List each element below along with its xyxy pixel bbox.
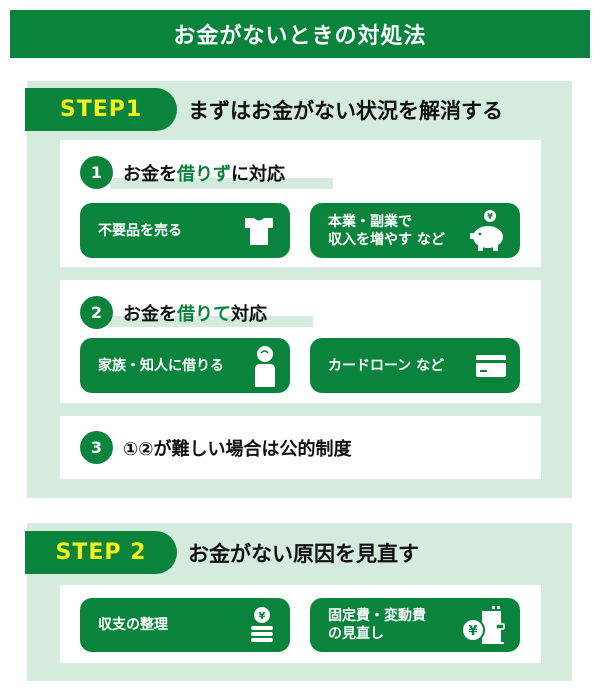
t-shirt-icon — [245, 217, 273, 245]
button-label: 本業・副業で 収入を増やす など — [328, 213, 445, 248]
credit-card-icon — [476, 354, 506, 377]
page-title: お金がないときの対処法 — [10, 10, 590, 58]
review-fixed-variable-costs-button[interactable]: 固定費・変動費 の見直し ¥ — [310, 598, 520, 652]
section2-heading-highlight: 借りて — [177, 304, 231, 325]
svg-text:¥: ¥ — [259, 611, 266, 622]
svg-text:¥: ¥ — [487, 212, 493, 221]
card-loan-button[interactable]: カードローン など — [310, 338, 520, 393]
step2-label: STEP 2 — [25, 531, 177, 574]
sell-unneeded-items-button[interactable]: 不要品を売る — [80, 203, 290, 258]
step2-title: お金がない原因を見直す — [188, 541, 419, 566]
increase-income-button[interactable]: 本業・副業で 収入を増やす など ¥ — [310, 203, 520, 258]
organize-income-expenses-button[interactable]: 収支の整理 ¥ — [80, 598, 290, 652]
step1-title: まずはお金がない状況を解消する — [188, 98, 503, 123]
coin-stack-yen-icon: ¥ — [251, 607, 273, 642]
button-label: 収支の整理 — [98, 617, 168, 633]
borrow-from-family-button[interactable]: 家族・知人に借りる — [80, 338, 290, 393]
section1-number-badge: 1 — [80, 156, 113, 189]
section1-heading-underline — [110, 178, 333, 189]
section1-heading: お金を借りずに対応 — [123, 159, 285, 187]
section2-number-badge: 2 — [80, 296, 113, 329]
button-label: 家族・知人に借りる — [98, 357, 224, 374]
wallet-yen-icon: ¥ — [461, 606, 505, 644]
step1-label: STEP1 — [25, 88, 177, 131]
section2-heading: お金を借りて対応 — [123, 299, 267, 327]
section2-heading-post: 対応 — [231, 304, 267, 325]
section1-heading-post: に対応 — [231, 164, 285, 185]
button-label: 固定費・変動費 の見直し — [328, 608, 426, 642]
section2-heading-pre: お金を — [123, 304, 177, 325]
button-label: カードローン など — [328, 357, 445, 374]
section3-number-badge: 3 — [80, 431, 113, 464]
button-label: 不要品を売る — [98, 222, 182, 239]
piggy-bank-icon: ¥ — [470, 209, 503, 251]
section1-heading-pre: お金を — [123, 164, 177, 185]
person-icon — [255, 345, 275, 387]
svg-text:¥: ¥ — [468, 624, 477, 639]
section3-box — [60, 416, 541, 479]
section2-heading-underline — [110, 316, 313, 327]
section3-heading: ①②が難しい場合は公的制度 — [123, 439, 352, 460]
section1-heading-highlight: 借りず — [177, 164, 231, 185]
